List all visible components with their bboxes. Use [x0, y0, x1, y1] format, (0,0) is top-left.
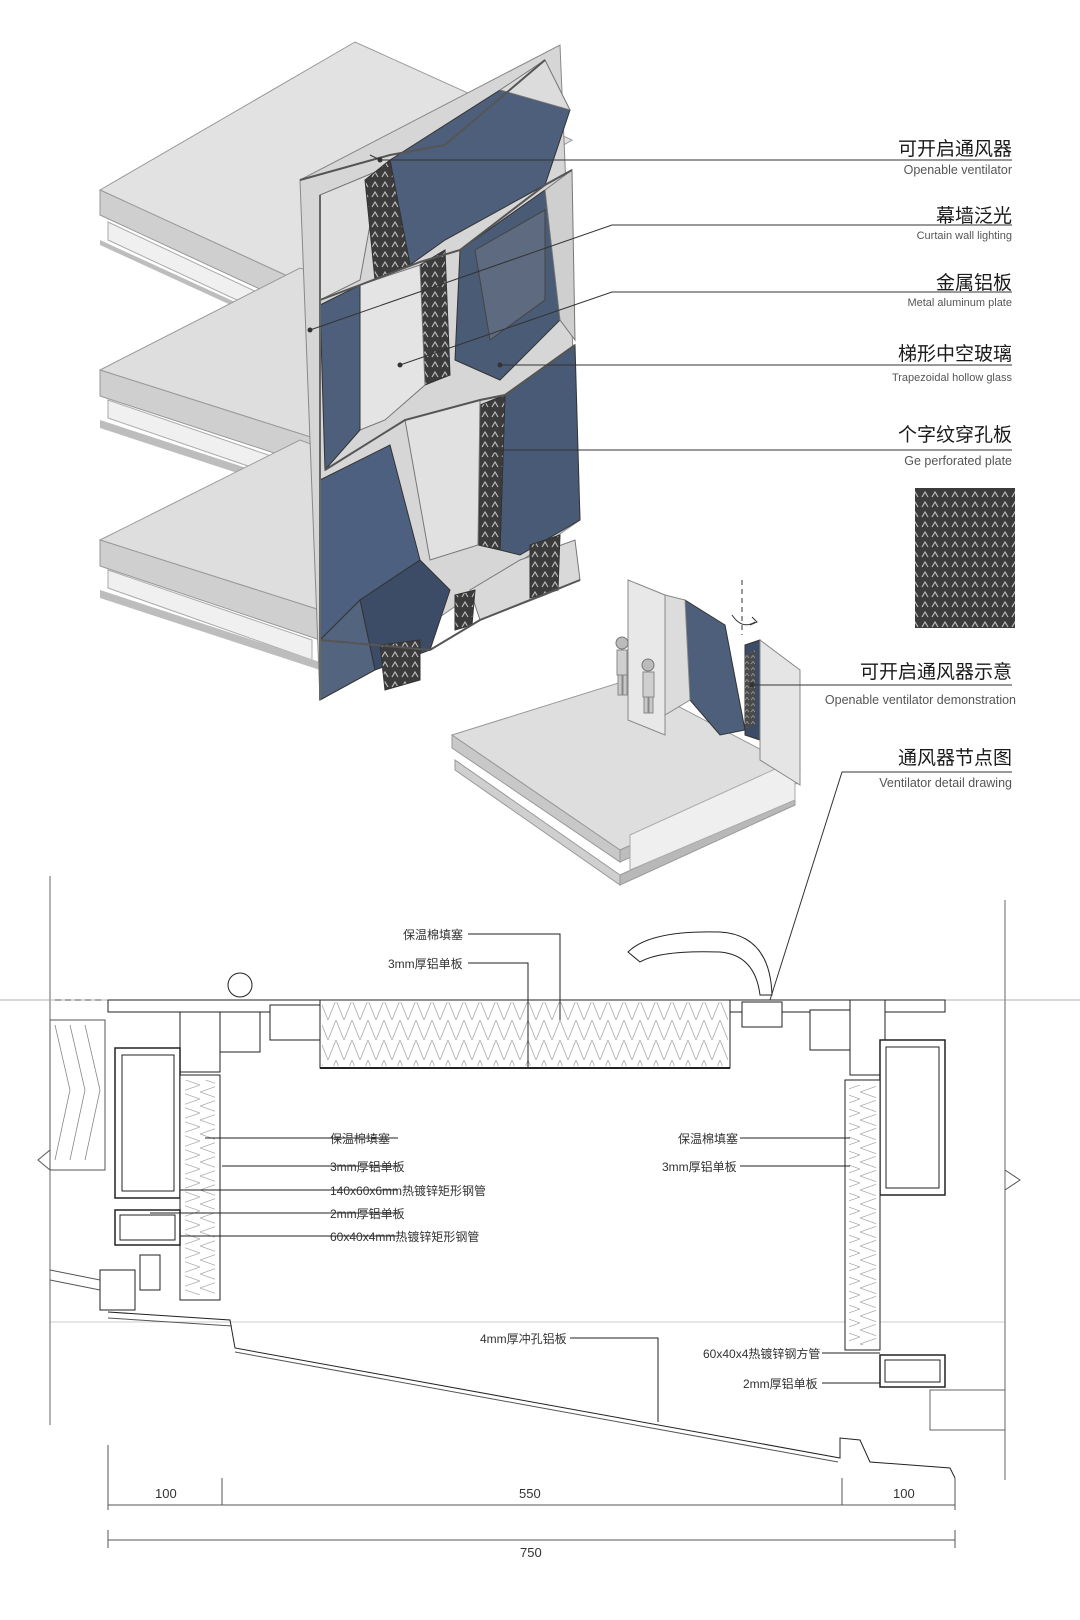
label-openable-ventilator-zh: 可开启通风器 [897, 139, 1012, 160]
label-trapezoidal-glass-en: Trapezoidal hollow glass [891, 372, 1012, 384]
label-metal-aluminum-plate-zh: 金属铝板 [935, 273, 1012, 294]
section-detail [0, 876, 1080, 1548]
callout-right-2mm-plate: 2mm厚铝单板 [743, 1377, 818, 1391]
dimension-middle: 550 [519, 1486, 541, 1501]
label-curtain-wall-lighting-en: Curtain wall lighting [916, 230, 1012, 242]
label-curtain-wall-lighting-zh: 幕墙泛光 [935, 206, 1012, 227]
callout-right-insulation: 保温棉填塞 [678, 1132, 739, 1146]
callout-left-insulation: 保温棉填塞 [330, 1132, 391, 1146]
callout-right-tube: 60x40x4热镀锌钢方管 [703, 1347, 821, 1361]
label-perforated-plate-zh: 个字纹穿孔板 [897, 425, 1012, 446]
ventilator-demo-model [450, 579, 802, 886]
label-perforated-plate-en: Ge perforated plate [904, 454, 1012, 468]
callout-top-insulation: 保温棉填塞 [403, 928, 464, 942]
label-openable-ventilator-en: Openable ventilator [903, 163, 1012, 177]
perforated-plate-swatch [915, 488, 1015, 628]
callout-left-3mm-plate: 3mm厚铝单板 [330, 1160, 405, 1174]
label-ventilator-detail-en: Ventilator detail drawing [879, 776, 1012, 790]
callout-right-3mm-plate: 3mm厚铝单板 [662, 1160, 737, 1174]
facade-panels [299, 44, 581, 701]
dimension-right: 100 [893, 1486, 915, 1501]
dimension-left: 100 [155, 1486, 177, 1501]
label-ventilator-demo-zh: 可开启通风器示意 [859, 662, 1012, 683]
leader-lines [307, 154, 1012, 1001]
label-trapezoidal-glass-zh: 梯形中空玻璃 [897, 344, 1012, 365]
dimension-total: 750 [520, 1545, 542, 1560]
label-ventilator-detail-zh: 通风器节点图 [897, 748, 1012, 769]
callout-perforated-plate: 4mm厚冲孔铝板 [480, 1332, 567, 1346]
label-ventilator-demo-en: Openable ventilator demonstration [824, 693, 1016, 707]
label-metal-aluminum-plate-en: Metal aluminum plate [907, 297, 1012, 309]
callout-top-plate: 3mm厚铝单板 [388, 957, 463, 971]
callout-left-2mm-plate: 2mm厚铝单板 [330, 1207, 405, 1221]
callout-left-140-tube: 140x60x6mm热镀锌矩形钢管 [330, 1184, 487, 1198]
callout-left-60-tube: 60x40x4mm热镀锌矩形钢管 [330, 1230, 480, 1244]
